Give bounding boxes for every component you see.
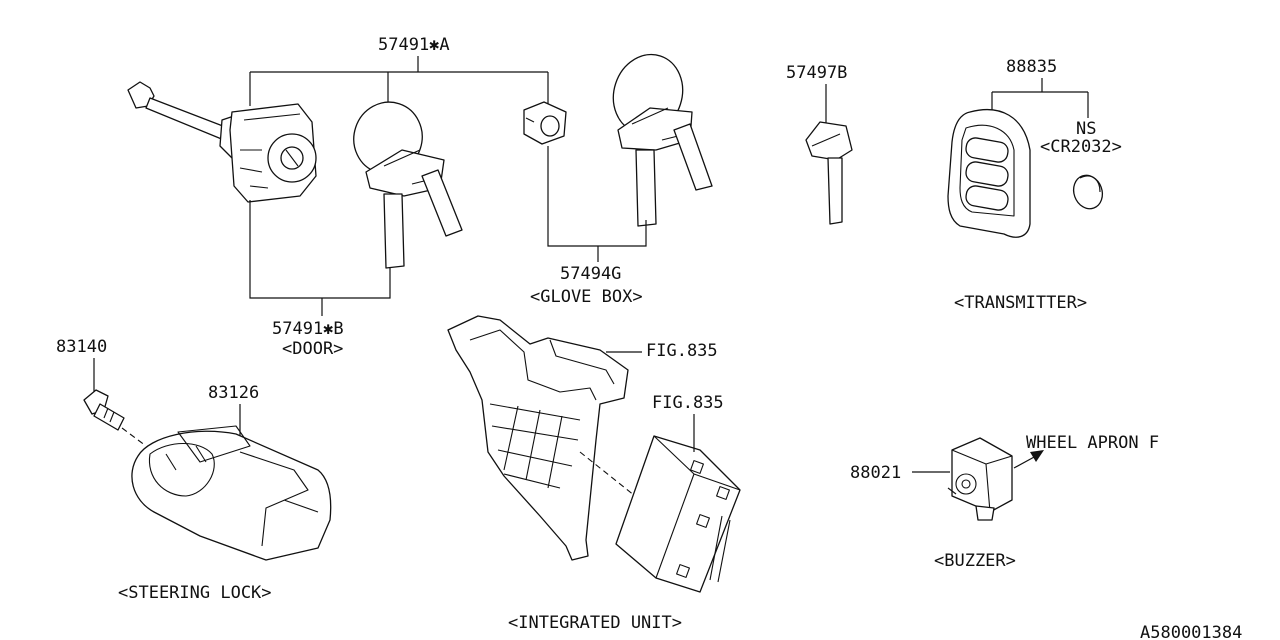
ignition-cylinder-icon bbox=[127, 81, 317, 203]
caption-steering-lock: <STEERING LOCK> bbox=[118, 583, 272, 603]
key-set-group: 57491✱A bbox=[127, 35, 713, 359]
caption-transmitter: <TRANSMITTER> bbox=[954, 293, 1087, 313]
bracket-icon bbox=[447, 315, 629, 561]
label-cr2032: <CR2032> bbox=[1040, 137, 1122, 157]
buzzer-icon bbox=[947, 437, 1013, 521]
coin-battery-icon bbox=[1072, 174, 1104, 210]
label-ns: NS bbox=[1076, 119, 1096, 139]
shear-bolt-icon bbox=[83, 389, 125, 431]
label-57491A: 57491✱A bbox=[378, 35, 450, 55]
caption-door: <DOOR> bbox=[282, 339, 343, 359]
bolt-axis bbox=[121, 427, 147, 447]
diagram-id: A580001384 bbox=[1140, 623, 1242, 640]
label-83126: 83126 bbox=[208, 383, 259, 403]
leader-57491B bbox=[249, 200, 391, 316]
remote-transmitter-icon bbox=[947, 108, 1031, 238]
leader-88835 bbox=[991, 78, 1089, 118]
label-88021: 88021 bbox=[850, 463, 901, 483]
mount-axis bbox=[579, 451, 641, 501]
key-blade-icon bbox=[805, 121, 853, 225]
label-fig835-upper: FIG.835 bbox=[646, 341, 718, 361]
steering-lock-icon bbox=[131, 425, 332, 561]
transmitter-group: 88835 NS <CR2032> <TRANSMITTER> bbox=[947, 57, 1122, 313]
caption-glove-box: <GLOVE BOX> bbox=[530, 287, 643, 307]
label-57497B: 57497B bbox=[786, 63, 847, 83]
label-fig835-lower: FIG.835 bbox=[652, 393, 724, 413]
caption-integrated-unit: <INTEGRATED UNIT> bbox=[508, 613, 682, 633]
leader-57491A bbox=[249, 56, 549, 108]
leader-57494G bbox=[547, 146, 647, 262]
key-blade-group: 57497B bbox=[786, 63, 853, 225]
caption-buzzer: <BUZZER> bbox=[934, 551, 1016, 571]
integrated-unit-icon bbox=[615, 435, 741, 593]
label-57491B: 57491✱B bbox=[272, 319, 344, 339]
label-83140: 83140 bbox=[56, 337, 107, 357]
label-88835: 88835 bbox=[1006, 57, 1057, 77]
label-wheel-apron: WHEEL APRON F bbox=[1026, 433, 1159, 453]
glove-box-lock-icon bbox=[523, 101, 567, 145]
buzzer-group: 88021 WHEEL APRON F <BUZZER> bbox=[850, 433, 1159, 571]
key-icon bbox=[353, 101, 463, 269]
label-57494G: 57494G bbox=[560, 264, 621, 284]
key-icon bbox=[612, 53, 713, 227]
steering-lock-group: 83140 83126 <STEERING LOCK> bbox=[56, 337, 332, 603]
arrow-icon bbox=[1013, 450, 1044, 469]
integrated-unit-group: FIG.835 FIG.835 <INTEGRATED UNIT> bbox=[447, 315, 741, 633]
